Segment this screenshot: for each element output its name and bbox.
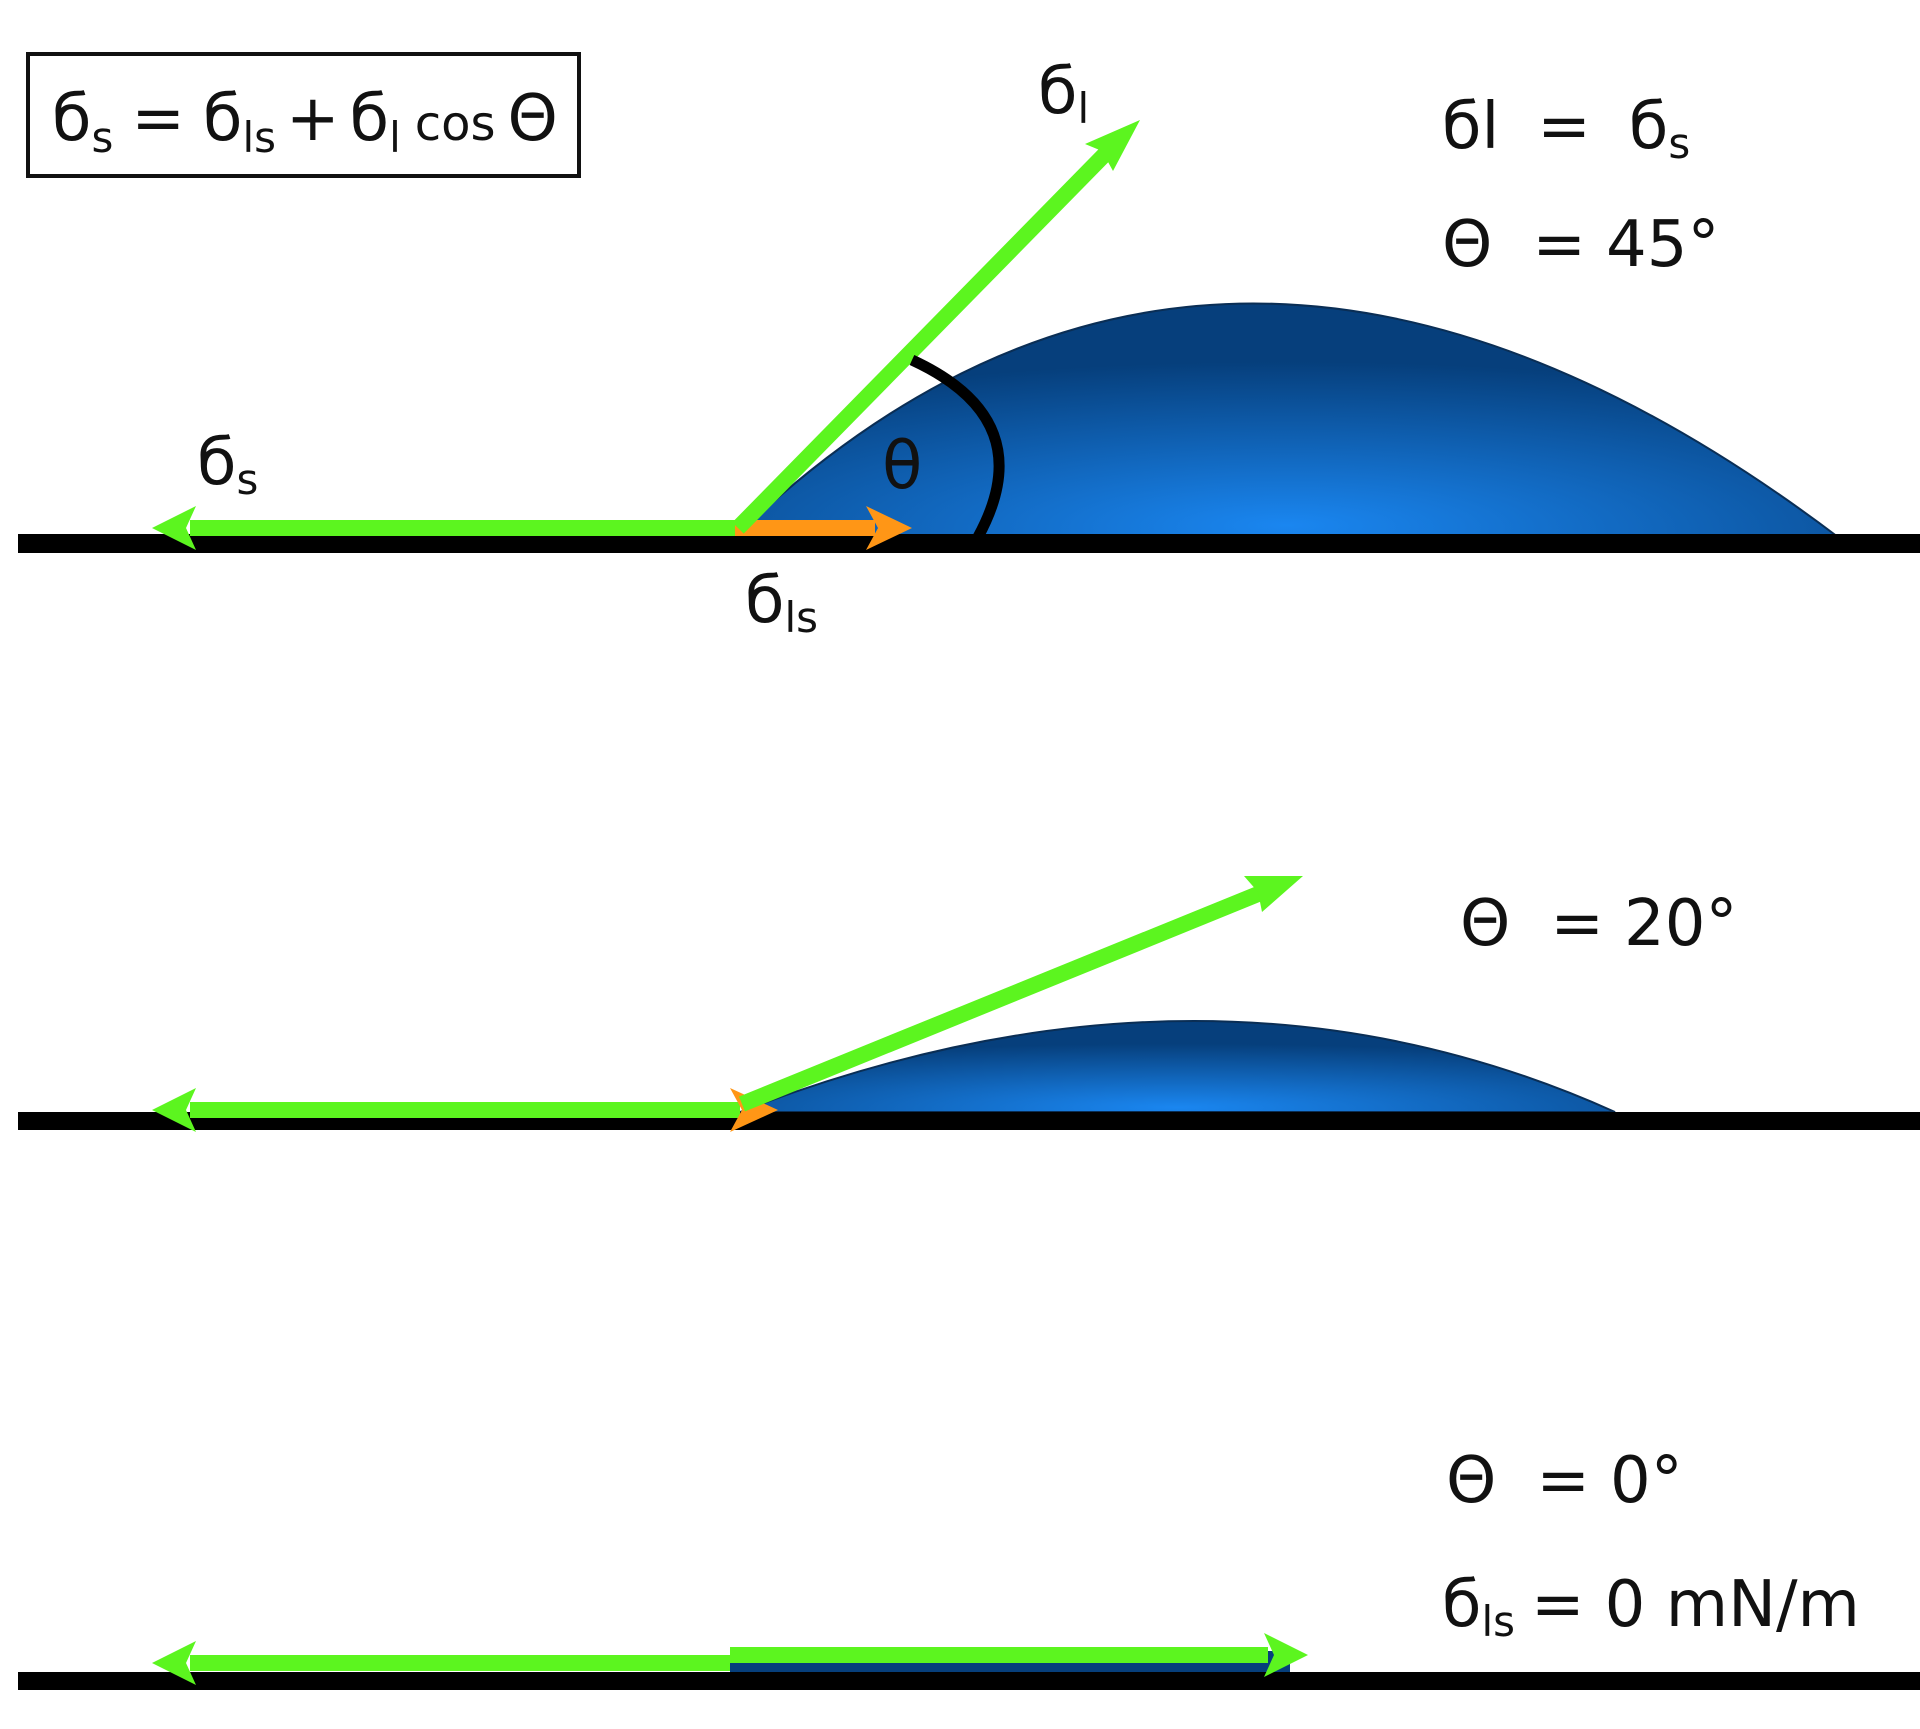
eq-cos: cos [415, 96, 496, 152]
droplet-20 [739, 1020, 1616, 1113]
eq-sigma-l: б [350, 82, 389, 156]
surface-line-3 [18, 1672, 1920, 1690]
label-sigma-s: бs [197, 426, 258, 504]
eq-theta: Θ [508, 82, 558, 156]
eq-plus: + [286, 82, 340, 156]
eq-sigma-ls: б [203, 82, 242, 156]
panel-3: Θ=0° бls=0 mN/m [18, 1444, 1920, 1690]
condition-sigma-equal: бl=бs [1442, 90, 1690, 168]
equation-frame [26, 52, 581, 178]
arrowhead-sigma-s-1 [152, 506, 196, 550]
eq-sub-l: l [389, 113, 401, 162]
eq-sigma-s: б [52, 82, 91, 156]
vector-sigma-l-1 [732, 141, 1118, 534]
vector-sigma-l-2 [738, 882, 1272, 1112]
arrowhead-sigma-l-1 [1085, 120, 1140, 171]
droplet-45 [732, 302, 1841, 538]
condition-theta-20: Θ=20° [1460, 887, 1737, 961]
eq-sub-ls: ls [242, 113, 276, 162]
arrowhead-sigma-s-3 [152, 1641, 196, 1685]
arrowhead-sigma-s-2 [152, 1088, 196, 1132]
arrowhead-sigma-l-2 [1244, 876, 1303, 912]
eq-equals: = [131, 82, 185, 156]
panel-2: Θ=20° [18, 876, 1920, 1132]
eq-sub-s: s [91, 113, 113, 162]
condition-theta-45: Θ=45° [1442, 208, 1719, 282]
label-sigma-ls: бls [745, 564, 818, 642]
panel-1: θ бl бs бls бl=бs Θ=45° [18, 55, 1920, 642]
condition-sigma-ls-zero: бls=0 mN/m [1442, 1568, 1860, 1646]
surface-line-1 [18, 534, 1920, 553]
arrowhead-sigma-l-3 [1264, 1633, 1308, 1677]
condition-theta-0: Θ=0° [1446, 1444, 1683, 1518]
contact-angle-arc [909, 355, 1005, 540]
arrowhead-sigma-ls-1 [866, 506, 912, 550]
label-sigma-l: бl [1038, 55, 1089, 133]
angle-symbol: θ [882, 427, 922, 504]
